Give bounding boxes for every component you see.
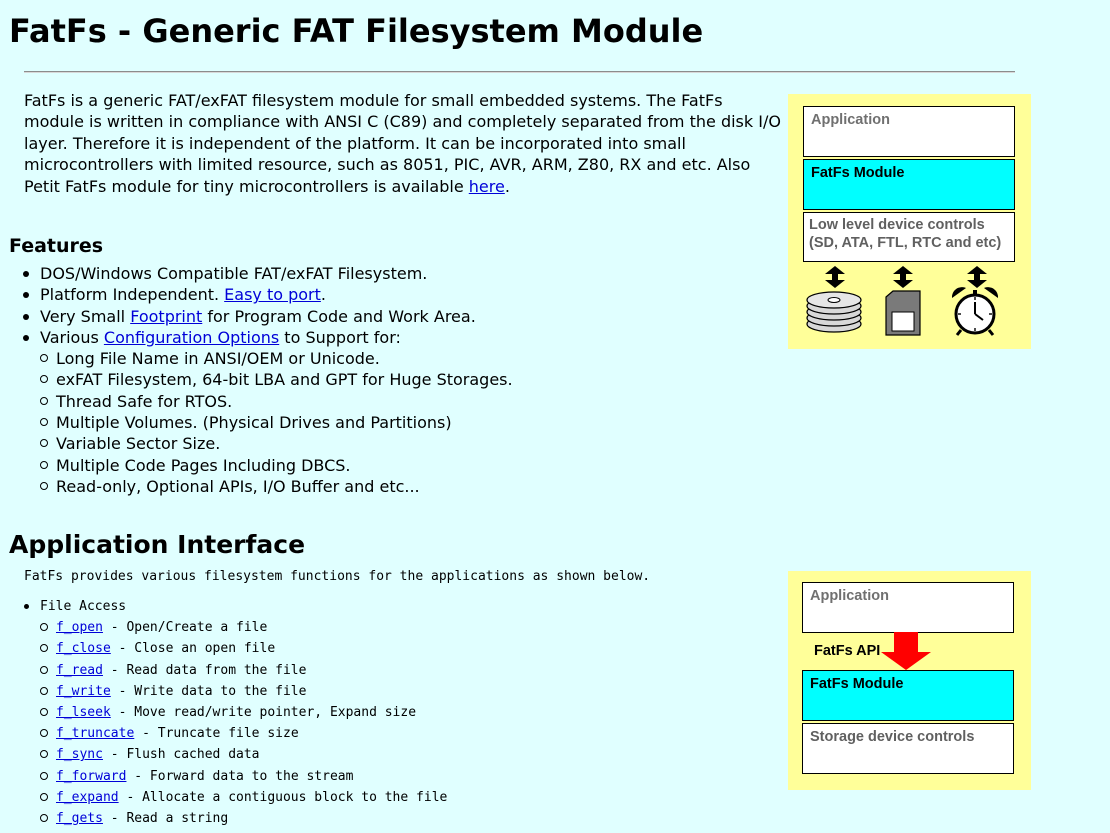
f-gets-link[interactable]: f_gets [56, 811, 103, 827]
low-level-line2: (SD, ATA, FTL, RTC and etc) [809, 235, 1002, 251]
api-diagram-application-box: Application [802, 582, 1014, 633]
f-open-link[interactable]: f_open [56, 620, 103, 636]
feature-subitem: Variable Sector Size. [40, 433, 513, 454]
easy-to-port-link[interactable]: Easy to port [224, 285, 321, 305]
diagram-application-box: Application [803, 106, 1015, 157]
api-group-label: File Access [40, 599, 127, 614]
intro-paragraph: FatFs is a generic FAT/exFAT filesystem … [24, 90, 784, 197]
configuration-options-link[interactable]: Configuration Options [103, 327, 280, 347]
down-arrow-icon [881, 632, 931, 670]
api-function-item: f_read - Read data from the file [40, 660, 447, 681]
alarm-clock-icon [951, 287, 999, 336]
api-function-desc: - Truncate file size [134, 726, 299, 742]
api-function-desc: - Forward data to the stream [126, 768, 354, 784]
api-function-item: f_sync - Flush cached data [40, 744, 447, 765]
api-list: File Access f_open - Open/Create a file … [0, 596, 447, 829]
api-function-list: f_open - Open/Create a file f_close - Cl… [40, 617, 447, 829]
feature-text: for Program Code and Work Area. [202, 306, 476, 326]
api-function-item: f_lseek - Move read/write pointer, Expan… [40, 702, 447, 723]
feature-text: . [320, 285, 326, 305]
f-close-link[interactable]: f_close [56, 641, 111, 657]
feature-item: DOS/Windows Compatible FAT/exFAT Filesys… [0, 263, 513, 284]
feature-text: Very Small [40, 306, 131, 326]
low-level-line1: Low level device controls [809, 217, 985, 233]
api-function-desc: - Move read/write pointer, Expand size [110, 705, 417, 721]
api-function-item: f_forward - Forward data to the stream [40, 766, 447, 787]
diagram-fatfs-module-box: FatFs Module [803, 159, 1015, 210]
api-function-item: f_close - Close an open file [40, 638, 447, 659]
features-heading: Features [9, 235, 104, 257]
f-truncate-link[interactable]: f_truncate [56, 726, 135, 742]
f-expand-link[interactable]: f_expand [56, 789, 119, 805]
disk-stack-icon [806, 291, 862, 333]
title-divider [24, 71, 1015, 73]
sd-card-icon [885, 290, 921, 336]
feature-subitem: Thread Safe for RTOS. [40, 391, 513, 412]
layer-diagram: Application FatFs Module Low level devic… [788, 94, 1031, 349]
api-function-desc: - Open/Create a file [102, 620, 268, 636]
fatfs-api-label: FatFs API [814, 643, 881, 659]
api-diagram-module-box: FatFs Module [802, 670, 1014, 721]
f-forward-link[interactable]: f_forward [56, 768, 127, 784]
api-function-desc: - Close an open file [110, 641, 276, 657]
feature-text: DOS/Windows Compatible FAT/exFAT Filesys… [40, 264, 428, 283]
api-intro: FatFs provides various filesystem functi… [24, 569, 651, 584]
feature-item: Various Configuration Options to Support… [0, 327, 513, 497]
api-diagram: Application FatFs API FatFs Module Stora… [788, 571, 1031, 790]
features-list: DOS/Windows Compatible FAT/exFAT Filesys… [0, 263, 513, 497]
f-lseek-link[interactable]: f_lseek [56, 705, 111, 721]
api-group-file-access: File Access f_open - Open/Create a file … [0, 596, 447, 829]
api-function-desc: - Write data to the file [110, 683, 307, 699]
api-function-item: f_truncate - Truncate file size [40, 723, 447, 744]
feature-item: Platform Independent. Easy to port. [0, 284, 513, 305]
api-function-item: f_gets - Read a string [40, 808, 447, 829]
feature-subitem: Read-only, Optional APIs, I/O Buffer and… [40, 476, 513, 497]
intro-text: FatFs is a generic FAT/exFAT filesystem … [24, 91, 781, 196]
f-sync-link[interactable]: f_sync [56, 747, 103, 763]
feature-subitem: exFAT Filesystem, 64-bit LBA and GPT for… [40, 369, 513, 390]
api-function-desc: - Allocate a contiguous block to the fil… [118, 789, 448, 805]
double-arrow-icon [825, 266, 845, 288]
diagram-low-level-box: Low level device controls (SD, ATA, FTL,… [803, 212, 1015, 262]
feature-subitem: Long File Name in ANSI/OEM or Unicode. [40, 348, 513, 369]
api-function-desc: - Read a string [102, 811, 229, 827]
f-write-link[interactable]: f_write [56, 683, 111, 699]
feature-text: to Support for: [279, 327, 401, 347]
storage-device-box: Storage device controls [802, 723, 1014, 774]
api-function-item: f_write - Write data to the file [40, 681, 447, 702]
intro-text-end: . [504, 176, 510, 196]
api-function-desc: - Read data from the file [102, 662, 307, 678]
footprint-link[interactable]: Footprint [130, 306, 203, 326]
api-function-item: f_expand - Allocate a contiguous block t… [40, 787, 447, 808]
feature-subitem: Multiple Code Pages Including DBCS. [40, 455, 513, 476]
double-arrow-icon [893, 266, 913, 288]
feature-text: Various [40, 327, 104, 347]
api-heading: Application Interface [9, 530, 306, 559]
feature-subitem: Multiple Volumes. (Physical Drives and P… [40, 412, 513, 433]
api-function-desc: - Flush cached data [102, 747, 260, 763]
feature-sublist: Long File Name in ANSI/OEM or Unicode. e… [40, 348, 513, 497]
feature-text: Platform Independent. [40, 285, 225, 305]
feature-item: Very Small Footprint for Program Code an… [0, 306, 513, 327]
double-arrow-icon [967, 266, 987, 288]
petit-fatfs-link[interactable]: here [468, 176, 505, 196]
page-title: FatFs - Generic FAT Filesystem Module [9, 12, 704, 50]
f-read-link[interactable]: f_read [56, 662, 103, 678]
api-function-item: f_open - Open/Create a file [40, 617, 447, 638]
